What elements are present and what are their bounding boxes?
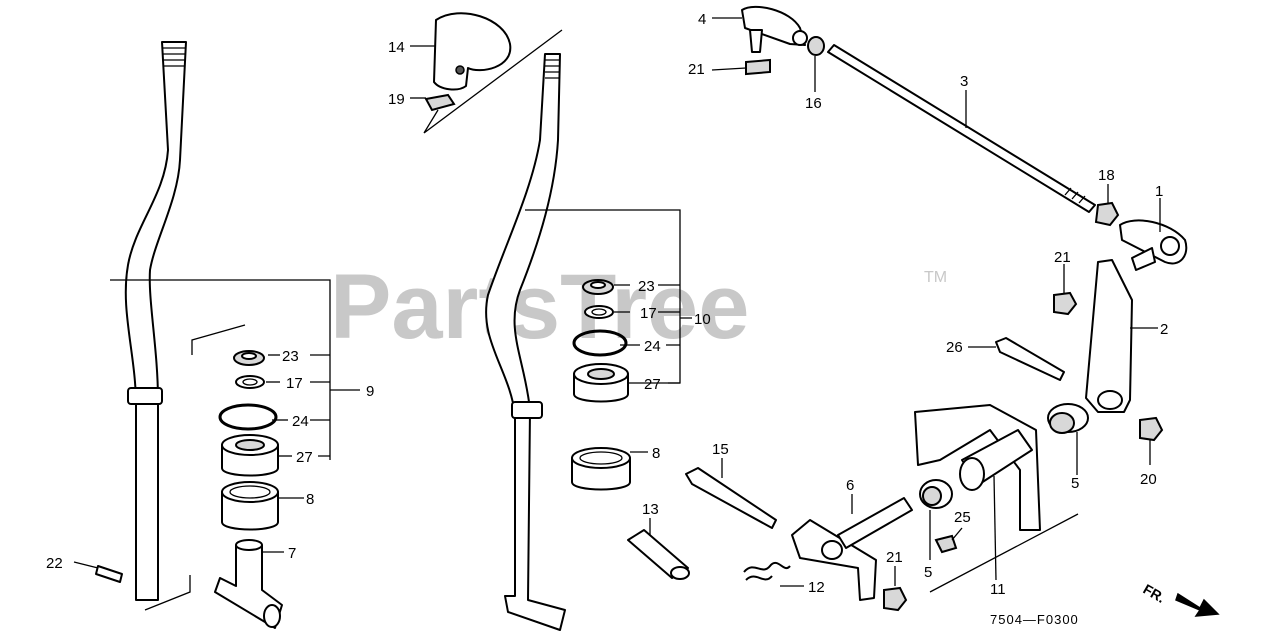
shift-lever-center[interactable] xyxy=(485,53,566,631)
callout-11: 11 xyxy=(990,581,1006,598)
bushing-8-left[interactable] xyxy=(221,481,279,531)
spacer-11-tube[interactable] xyxy=(959,429,1033,491)
pin-22[interactable] xyxy=(95,565,123,583)
callout-22: 22 xyxy=(46,555,63,572)
bearing-27-center[interactable] xyxy=(573,363,629,403)
leader-lines xyxy=(73,17,1161,587)
callout-17-center: 17 xyxy=(640,305,657,322)
callout-7: 7 xyxy=(288,545,296,562)
nut-20[interactable] xyxy=(1139,416,1164,442)
joint-7[interactable] xyxy=(214,539,283,629)
collar-5-right[interactable] xyxy=(1047,403,1089,434)
callout-5-right: 5 xyxy=(1071,475,1079,492)
callout-27-left: 27 xyxy=(296,449,313,466)
nut-18[interactable] xyxy=(1094,201,1120,227)
callout-10: 10 xyxy=(694,311,711,328)
group-bracket-9 xyxy=(110,279,331,460)
callout-1: 1 xyxy=(1155,183,1163,200)
bolt-15[interactable] xyxy=(685,467,777,529)
shift-lever-left[interactable] xyxy=(124,41,187,601)
nut-21-bottom[interactable] xyxy=(883,586,908,612)
nut-19[interactable] xyxy=(424,93,456,112)
group-bracket-10 xyxy=(525,209,681,384)
callout-27-center: 27 xyxy=(644,376,661,393)
washer-17-center[interactable] xyxy=(584,305,614,319)
callout-9: 9 xyxy=(366,383,374,400)
callout-13: 13 xyxy=(642,501,659,518)
callout-3: 3 xyxy=(960,73,968,90)
callout-24-left: 24 xyxy=(292,413,309,430)
callout-labels: 1 2 3 4 5 5 6 7 8 8 9 10 11 12 13 14 15 … xyxy=(46,11,1168,598)
nut-21-top[interactable] xyxy=(745,58,771,76)
callout-23-left: 23 xyxy=(282,348,299,365)
callout-21-right: 21 xyxy=(1054,249,1071,266)
callout-19: 19 xyxy=(388,91,405,108)
callout-8-center: 8 xyxy=(652,445,660,462)
bushing-8-center[interactable] xyxy=(571,447,631,491)
bolt-25[interactable] xyxy=(934,534,958,554)
knob-14[interactable] xyxy=(433,12,512,91)
callout-26: 26 xyxy=(946,339,963,356)
arm-2[interactable] xyxy=(1085,259,1133,413)
front-label: FR. xyxy=(1141,581,1169,606)
washer-23-center[interactable] xyxy=(582,279,614,295)
callout-14: 14 xyxy=(388,39,405,56)
collar-5-left[interactable] xyxy=(919,479,953,509)
rod-end-4[interactable] xyxy=(741,5,808,53)
watermark-trademark: TM xyxy=(924,269,947,286)
callout-23-center: 23 xyxy=(638,278,655,295)
callout-20: 20 xyxy=(1140,471,1157,488)
snap-ring-24-left[interactable] xyxy=(218,403,278,431)
callout-6: 6 xyxy=(846,477,854,494)
snap-ring-24-center[interactable] xyxy=(572,329,628,357)
knob-bracket-line xyxy=(423,29,563,134)
washer-23-left[interactable] xyxy=(233,350,265,366)
diagram-code: 7504—F0300 xyxy=(990,612,1079,627)
callout-8-left: 8 xyxy=(306,491,314,508)
callout-17-left: 17 xyxy=(286,375,303,392)
callout-4: 4 xyxy=(698,11,706,28)
callout-21-top: 21 xyxy=(688,61,705,78)
nut-21-right[interactable] xyxy=(1053,291,1078,316)
bracket-6[interactable] xyxy=(791,497,913,601)
group-bracket-5 xyxy=(929,513,1079,593)
collar-13[interactable] xyxy=(627,529,690,580)
callout-25: 25 xyxy=(954,509,971,526)
nut-16[interactable] xyxy=(807,36,825,56)
bearing-27-left[interactable] xyxy=(221,434,279,477)
bolt-26[interactable] xyxy=(995,337,1065,381)
callout-2: 2 xyxy=(1160,321,1168,338)
callout-24-center: 24 xyxy=(644,338,661,355)
washer-17-left[interactable] xyxy=(235,375,265,389)
spring-12[interactable] xyxy=(743,561,791,581)
watermark-text: PartsTree xyxy=(330,256,749,358)
callout-12: 12 xyxy=(808,579,825,596)
callout-15: 15 xyxy=(712,441,729,458)
callout-5-left: 5 xyxy=(924,564,932,581)
front-arrow-icon xyxy=(1175,592,1220,617)
callout-16: 16 xyxy=(805,95,822,112)
tie-rod-3[interactable] xyxy=(827,44,1096,213)
rod-bracket-line xyxy=(144,575,191,611)
callout-18: 18 xyxy=(1098,167,1115,184)
rod-end-1[interactable] xyxy=(1119,219,1188,271)
callout-21-bottom: 21 xyxy=(886,549,903,566)
